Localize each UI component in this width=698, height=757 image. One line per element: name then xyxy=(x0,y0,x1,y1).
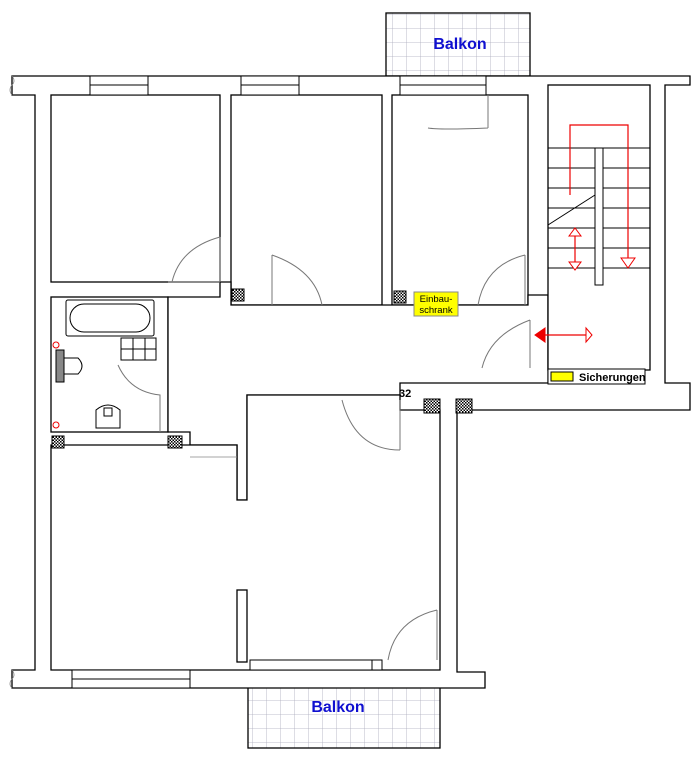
balcony-top: Balkon xyxy=(385,12,531,77)
windows xyxy=(71,75,487,689)
balcony-bottom-label: Balkon xyxy=(311,699,364,716)
staircase xyxy=(547,147,650,286)
stair-direction-arrows xyxy=(534,124,636,344)
fuse-box-label: Sicherungen xyxy=(547,368,646,385)
fuse-box-swatch xyxy=(550,371,574,382)
svg-text:schrank: schrank xyxy=(419,305,453,316)
wall-break-mark xyxy=(9,75,15,96)
unit-number: 32 xyxy=(399,388,411,400)
balcony-top-label: Balkon xyxy=(433,36,486,53)
built-in-closet-label: Einbau- schrank xyxy=(413,291,459,317)
svg-text:Sicherungen: Sicherungen xyxy=(579,372,646,384)
wall-stub xyxy=(236,589,248,663)
bathtub xyxy=(65,299,155,337)
washbasin xyxy=(95,404,121,429)
pipe-icon xyxy=(52,341,60,349)
shafts xyxy=(51,288,473,449)
room-bedroom-3 xyxy=(391,94,529,306)
doors xyxy=(117,95,531,661)
washing-machine-connections xyxy=(120,337,157,361)
svg-text:Einbau-: Einbau- xyxy=(420,294,453,305)
room-bedroom-1 xyxy=(50,94,221,283)
room-bedroom-2 xyxy=(230,94,383,306)
wall-break-mark xyxy=(9,669,15,689)
toilet xyxy=(55,349,83,383)
pipe-icon xyxy=(52,421,60,429)
